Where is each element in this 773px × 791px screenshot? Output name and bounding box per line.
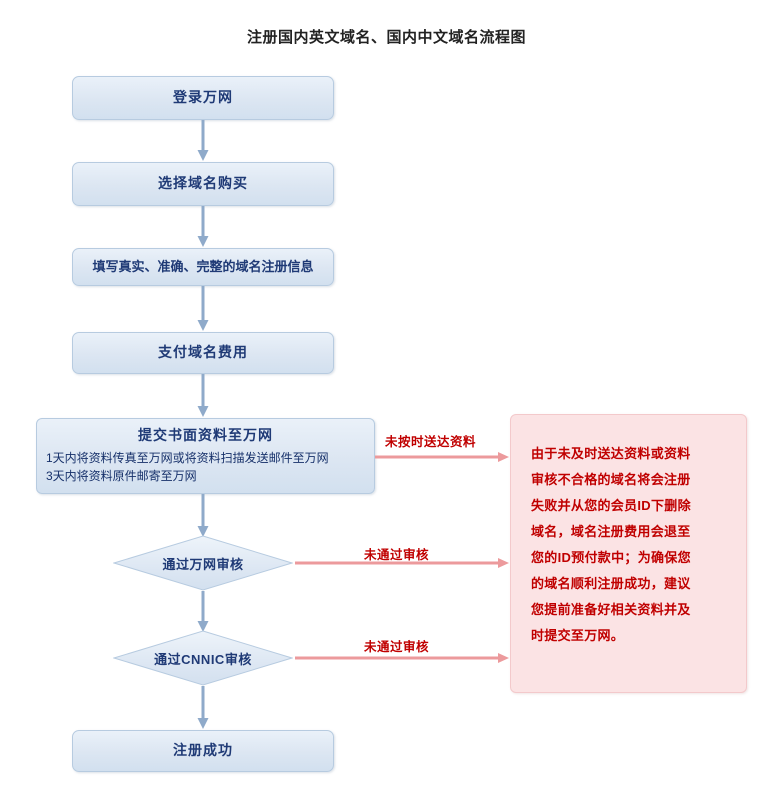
flow-decision-hichina-review[interactable]: 通过万网审核: [113, 535, 293, 591]
connector-pay-fee-to-submit-documents: [196, 374, 210, 418]
failure-note-line-3: 失败并从您的会员ID下删除: [531, 498, 691, 513]
failure-note-line-8: 时提交至万网。: [531, 628, 625, 643]
branch-hichina-failed-arrow: [295, 557, 510, 569]
flow-step-login[interactable]: 登录万网: [72, 76, 334, 120]
branch-cnnic-failed-label: 未通过审核: [364, 640, 430, 654]
branch-late-docs-arrow: [375, 451, 510, 463]
connector-hichina-review-to-cnnic-review: [196, 591, 210, 633]
connector-fill-info-to-pay-fee: [196, 286, 210, 332]
branch-late-docs-label: 未按时送达资料: [385, 435, 477, 449]
failure-note-line-7: 您提前准备好相关资料并及: [531, 602, 691, 617]
flow-step-submit-documents-detail-2: 3天内将资料原件邮寄至万网: [46, 469, 197, 484]
failure-note-line-2: 审核不合格的域名将会注册: [531, 472, 691, 487]
connector-login-to-choose-domain: [196, 120, 210, 162]
flow-decision-cnnic-review[interactable]: 通过CNNIC审核: [113, 630, 293, 686]
flow-step-register-success-label: 注册成功: [173, 742, 233, 759]
flow-step-register-success[interactable]: 注册成功: [72, 730, 334, 772]
flow-step-submit-documents-label: 提交书面资料至万网: [138, 427, 273, 443]
flow-step-login-label: 登录万网: [173, 89, 233, 106]
branch-cnnic-failed-arrow: [295, 652, 510, 664]
failure-note-line-4: 域名，域名注册费用会退至: [531, 524, 691, 539]
failure-note-panel: 由于未及时送达资料或资料 审核不合格的域名将会注册 失败并从您的会员ID下删除 …: [510, 414, 747, 693]
branch-hichina-failed-label: 未通过审核: [364, 548, 430, 562]
flow-step-fill-info[interactable]: 填写真实、准确、完整的域名注册信息: [72, 248, 334, 286]
failure-note-line-5: 您的ID预付款中；为确保您: [531, 550, 691, 565]
failure-note-line-1: 由于未及时送达资料或资料: [531, 446, 691, 461]
flow-step-fill-info-label: 填写真实、准确、完整的域名注册信息: [92, 258, 314, 274]
flow-step-pay-fee[interactable]: 支付域名费用: [72, 332, 334, 374]
connector-choose-domain-to-fill-info: [196, 206, 210, 248]
connector-submit-documents-to-hichina-review: [196, 494, 210, 538]
failure-note-line-6: 的域名顺利注册成功，建议: [531, 576, 691, 591]
flow-step-choose-domain[interactable]: 选择域名购买: [72, 162, 334, 206]
connector-cnnic-review-to-register-success: [196, 686, 210, 730]
flow-step-submit-documents-detail-1: 1天内将资料传真至万网或将资料扫描发送邮件至万网: [46, 450, 329, 465]
flow-step-submit-documents[interactable]: 提交书面资料至万网 1天内将资料传真至万网或将资料扫描发送邮件至万网 3天内将资…: [36, 418, 375, 494]
flow-step-pay-fee-label: 支付域名费用: [158, 344, 248, 361]
page-title: 注册国内英文域名、国内中文域名流程图: [246, 29, 526, 46]
flow-step-choose-domain-label: 选择域名购买: [158, 175, 248, 192]
